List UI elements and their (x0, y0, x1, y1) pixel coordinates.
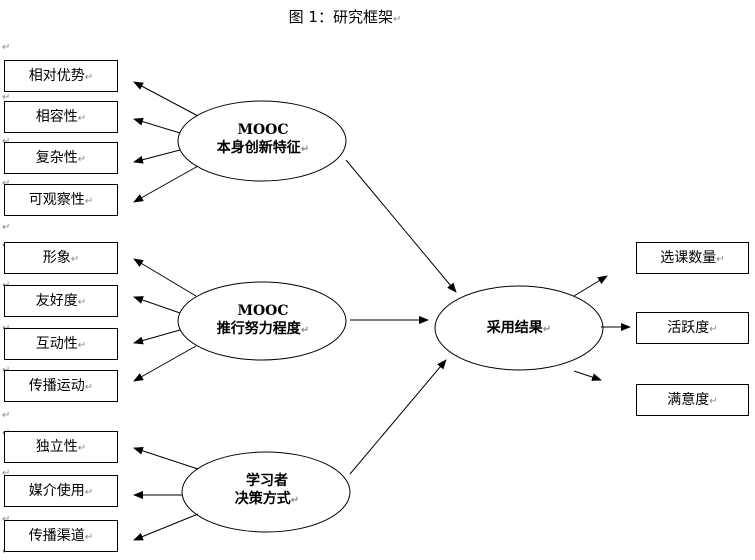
ellipse-promotion (177, 281, 347, 361)
arrow-result-3 (573, 370, 602, 381)
ellipse-innovation-label: MOOC 本身创新特征↵ (216, 122, 310, 156)
box-campaign: 传播运动↵ (4, 370, 118, 402)
para-mark: ↵ (2, 410, 11, 421)
arrow-innovation-to-result (345, 159, 457, 293)
box-channel: 传播渠道↵ (4, 520, 118, 552)
box-friendliness: 友好度↵ (4, 285, 118, 317)
arrow-innovation-3 (133, 149, 181, 164)
box-complexity: 复杂性↵ (4, 142, 118, 174)
arrow-promotion-4 (133, 345, 197, 382)
ellipse-decision-label: 学习者 决策方式↵ (234, 473, 300, 507)
box-compatibility: 相容性↵ (4, 101, 118, 133)
box-image: 形象↵ (4, 242, 118, 274)
arrow-decision-3 (133, 513, 199, 541)
para-mark: ↵ (2, 92, 11, 103)
para-mark: ↵ (2, 468, 11, 479)
arrow-innovation-2 (133, 117, 181, 134)
arrow-promotion-3 (133, 329, 181, 345)
ellipse-result-label: 采用结果↵ (486, 320, 552, 336)
box-media-use: 媒介使用↵ (4, 475, 118, 507)
para-mark: ↵ (2, 136, 10, 147)
arrow-innovation-4 (133, 165, 199, 203)
para-mark: ↵ (2, 42, 11, 53)
box-enrollment-count: 选课数量↵ (636, 242, 749, 274)
para-mark: ↵ (2, 222, 11, 233)
box-activity: 活跃度↵ (636, 312, 749, 344)
box-satisfaction: 满意度↵ (636, 384, 749, 416)
box-observability: 可观察性↵ (4, 184, 118, 216)
ellipse-result (434, 285, 604, 371)
box-interactivity: 互动性↵ (4, 328, 118, 360)
arrow-decision-to-result (349, 359, 447, 475)
para-mark: ↵ (2, 178, 10, 189)
ellipse-decision (181, 451, 351, 533)
arrow-innovation-1 (133, 81, 199, 117)
para-mark: ↵ (2, 514, 10, 525)
arrow-result-1 (573, 275, 608, 297)
figure-title: 图 1：研究框架↵ (288, 8, 402, 26)
arrow-decision-1 (133, 447, 199, 470)
box-independence: 独立性↵ (4, 431, 118, 463)
arrow-promotion-2 (133, 296, 181, 314)
arrow-promotion-1 (133, 258, 197, 297)
ellipse-promotion-label: MOOC 推行努力程度↵ (216, 303, 310, 337)
ellipse-innovation (177, 100, 347, 182)
box-relative-advantage: 相对优势↵ (4, 60, 118, 92)
